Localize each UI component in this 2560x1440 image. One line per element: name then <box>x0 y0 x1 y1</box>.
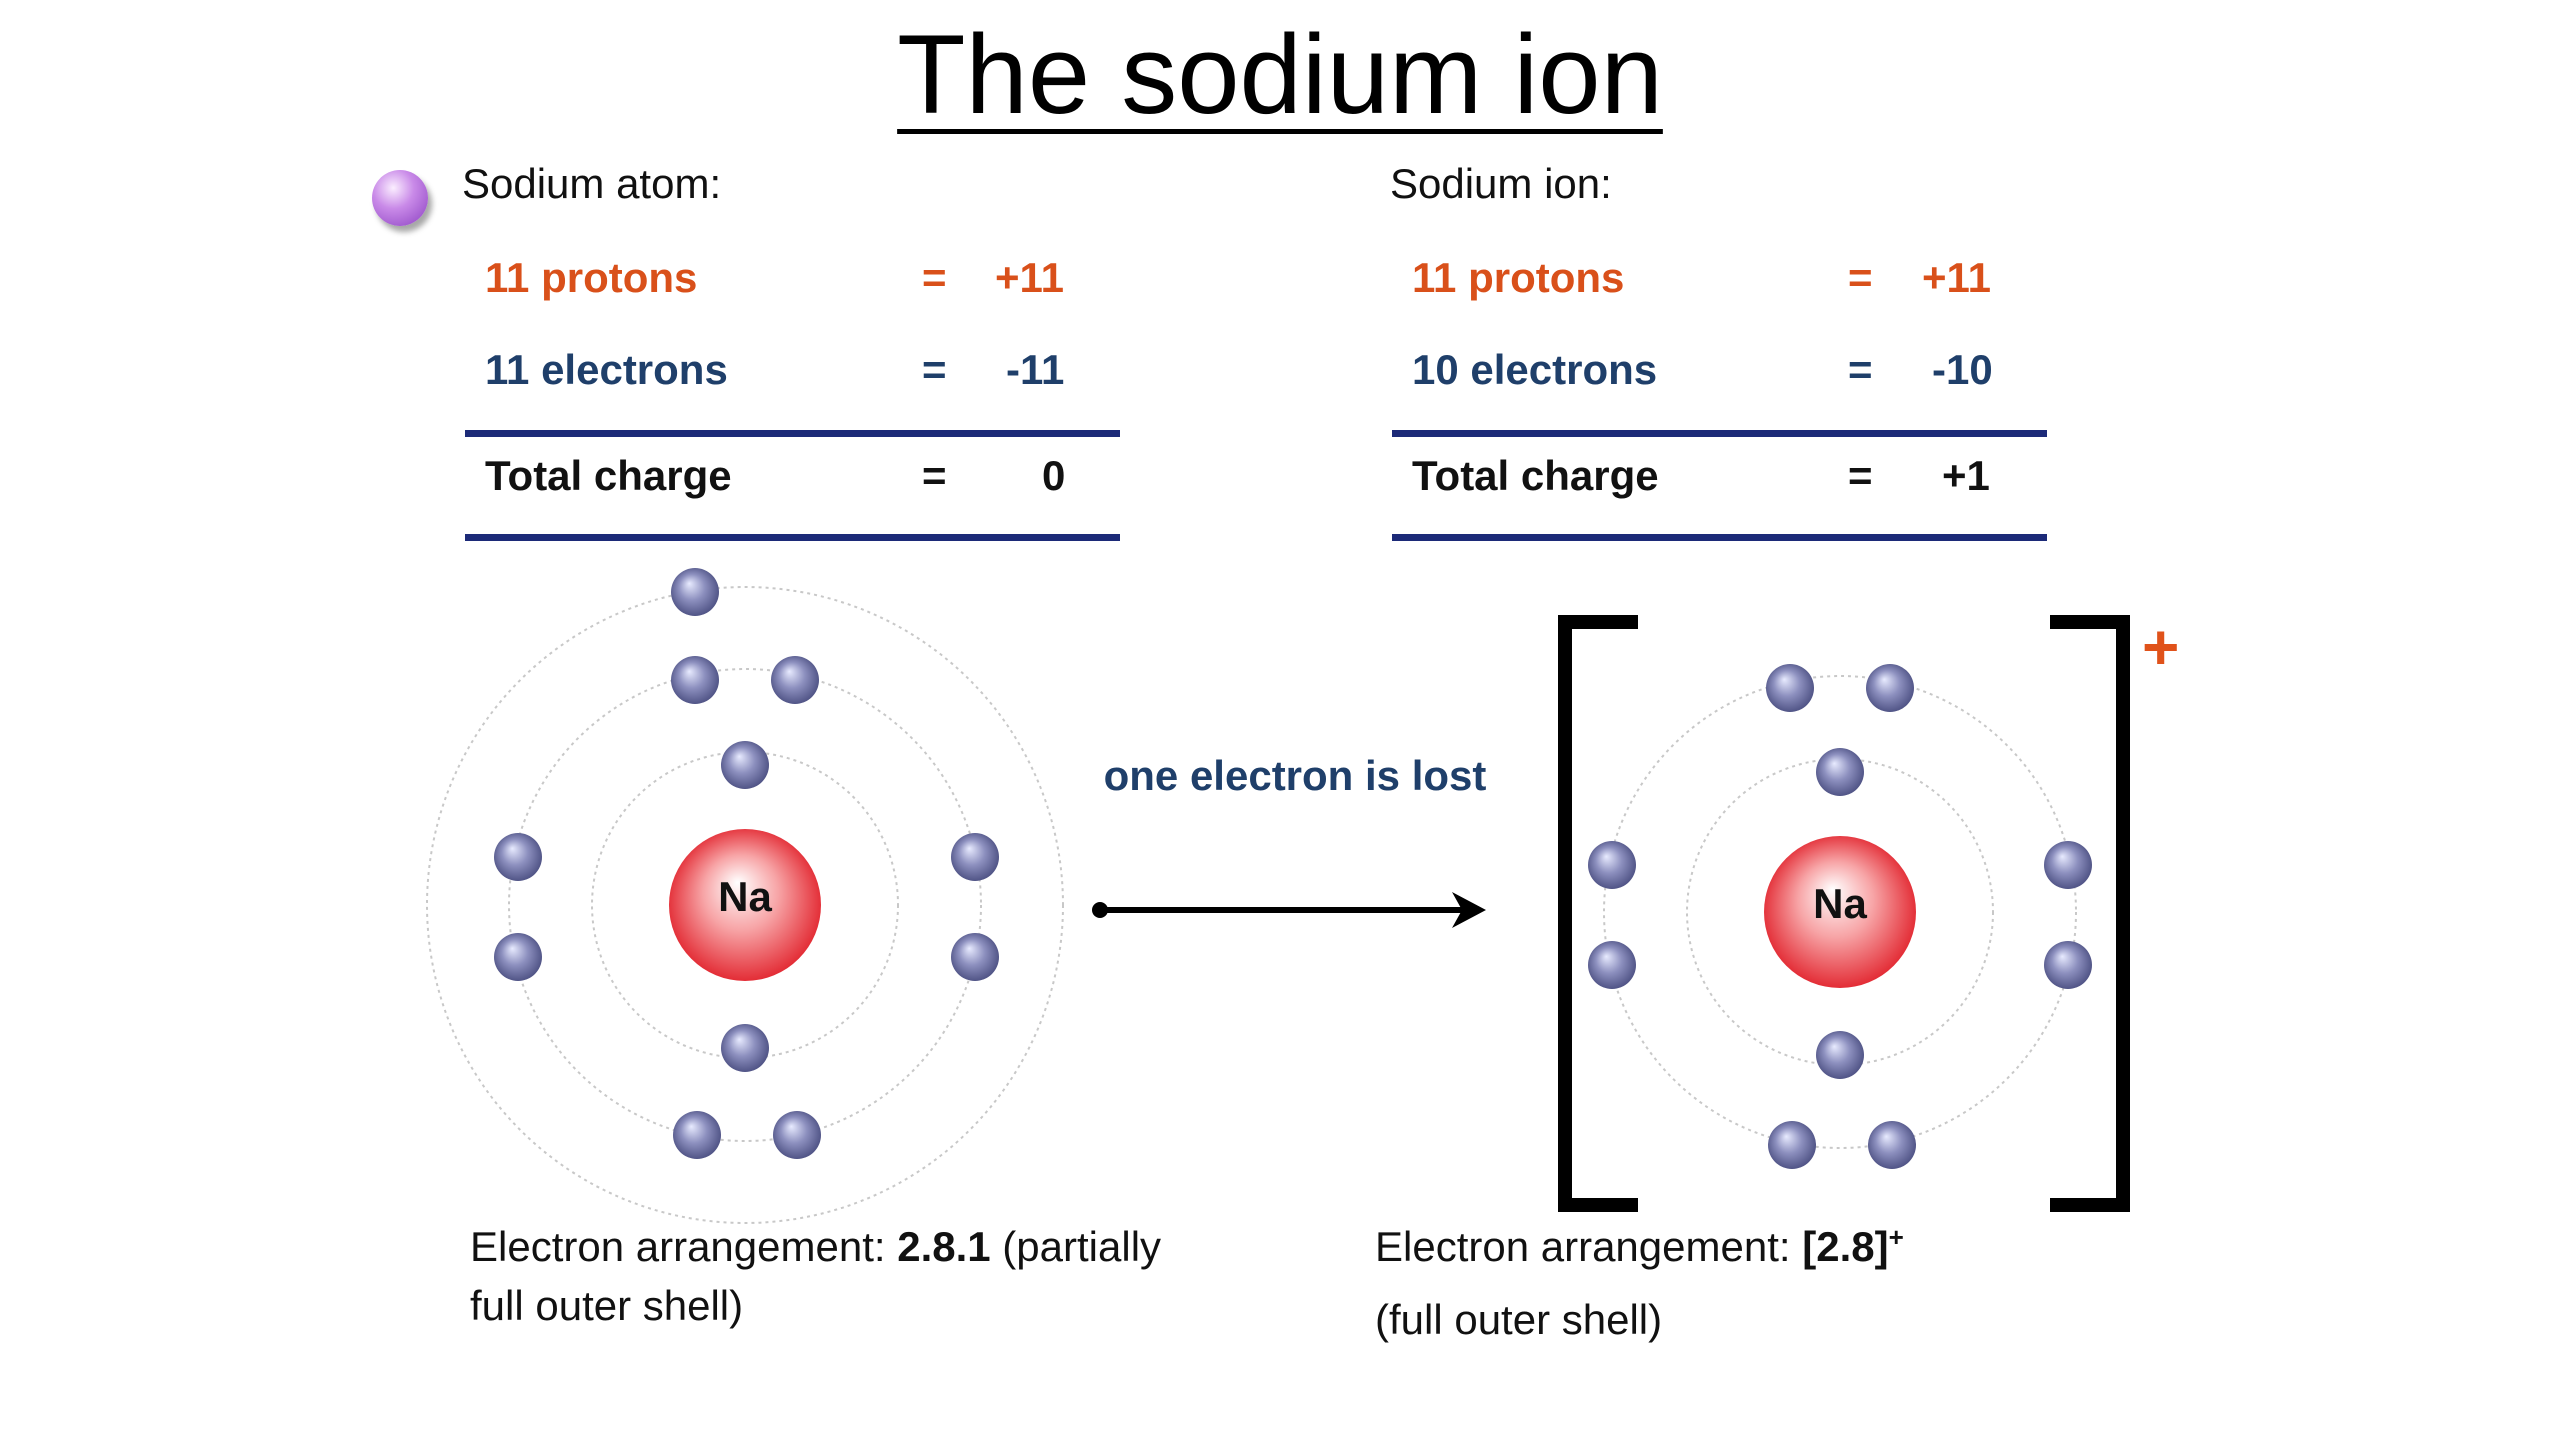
electron <box>673 1111 721 1159</box>
ion-shell-2 <box>1603 675 2077 1149</box>
ion-heading: Sodium ion: <box>1390 160 1612 207</box>
electron <box>1588 941 1636 989</box>
atom-electrons-eq: = <box>922 346 947 393</box>
atom-caption: Electron arrangement: 2.8.1 (partially f… <box>470 1218 1290 1336</box>
ion-electrons-label: 10 electrons <box>1412 346 1658 393</box>
atom-caption-suffix: (partially <box>990 1223 1162 1270</box>
reaction-arrow <box>1092 892 1486 928</box>
atom-rule-top <box>465 430 1120 437</box>
atom-heading: Sodium atom: <box>462 160 722 207</box>
ion-caption: Electron arrangement: [2.8]+ (full outer… <box>1375 1218 2275 1350</box>
ion-model <box>1558 615 2130 1212</box>
right-bracket <box>2050 615 2130 1212</box>
atom-protons-eq: = <box>922 254 947 301</box>
electron <box>2044 941 2092 989</box>
atom-model <box>426 568 1064 1224</box>
atom-nucleus <box>669 829 821 981</box>
atom-total-eq: = <box>922 452 947 499</box>
title-text: The sodium ion <box>897 12 1663 137</box>
ion-protons-eq: = <box>1848 254 1873 301</box>
atom-shell-2 <box>508 668 982 1142</box>
electron <box>671 656 719 704</box>
ion-electrons-value: -10 <box>1932 346 1993 393</box>
electron <box>1868 1121 1916 1169</box>
atom-caption-bold: 2.8.1 <box>897 1223 991 1270</box>
arrow-label: one electron is lost <box>1103 752 1487 799</box>
ion-rule-top <box>1392 430 2047 437</box>
ion-charge-sign: + <box>2142 611 2180 683</box>
ion-total-value: +1 <box>1942 452 1990 499</box>
electron <box>1766 664 1814 712</box>
ion-protons-value: +11 <box>1922 254 1991 301</box>
ion-nucleus-label: Na <box>1813 880 1867 927</box>
electron <box>1816 748 1864 796</box>
ion-total-eq: = <box>1848 452 1873 499</box>
electron <box>1816 1031 1864 1079</box>
ion-caption-prefix: Electron arrangement: <box>1375 1223 1803 1270</box>
ion-caption-line2: (full outer shell) <box>1375 1295 1663 1343</box>
electron <box>1588 841 1636 889</box>
atom-rule-bottom <box>465 534 1120 541</box>
atom-caption-prefix: Electron arrangement: <box>470 1223 898 1270</box>
left-bracket <box>1558 615 1638 1212</box>
atom-protons-value: +11 <box>995 254 1064 301</box>
electron <box>951 833 999 881</box>
electron <box>721 741 769 789</box>
outer-electron <box>671 568 719 616</box>
atom-shell-3 <box>426 586 1064 1224</box>
ion-caption-sup: + <box>1888 1222 1904 1252</box>
electron <box>494 833 542 881</box>
atom-total-label: Total charge <box>485 452 732 499</box>
ion-protons-label: 11 protons <box>1412 254 1625 301</box>
atom-nucleus-label: Na <box>718 873 772 920</box>
atom-protons-label: 11 protons <box>485 254 698 301</box>
electron <box>721 1024 769 1072</box>
atom-caption-line2: full outer shell) <box>470 1281 744 1329</box>
page-title: The sodium ion <box>0 8 2560 142</box>
electron <box>1866 664 1914 712</box>
ion-rule-bottom <box>1392 534 2047 541</box>
atom-electrons-label: 11 electrons <box>485 346 728 393</box>
atom-electrons-value: -11 <box>1006 346 1065 393</box>
ion-electrons-eq: = <box>1848 346 1873 393</box>
electron <box>2044 841 2092 889</box>
atom-electrons <box>494 568 999 1159</box>
electron <box>1768 1121 1816 1169</box>
ion-nucleus <box>1764 836 1916 988</box>
electron <box>773 1111 821 1159</box>
ion-electrons <box>1588 664 2092 1169</box>
electron <box>494 933 542 981</box>
ion-caption-bold: [2.8] <box>1802 1223 1889 1270</box>
bullet-sphere-icon <box>372 170 428 226</box>
ion-total-label: Total charge <box>1412 452 1659 499</box>
electron <box>771 656 819 704</box>
arrow-head-icon <box>1452 892 1486 928</box>
atom-total-value: 0 <box>1042 452 1066 499</box>
electron <box>951 933 999 981</box>
